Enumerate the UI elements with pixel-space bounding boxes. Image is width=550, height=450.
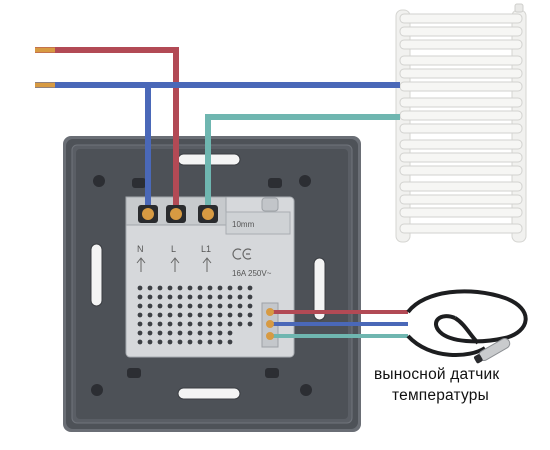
vent-hole [147, 330, 153, 336]
vent-hole [207, 285, 213, 291]
vent-hole [197, 303, 203, 309]
vent-hole [187, 312, 193, 318]
vent-hole [217, 330, 223, 336]
vent-hole [137, 339, 143, 345]
vent-hole [157, 339, 163, 345]
vent-hole [217, 303, 223, 309]
strip-length-label: 10mm [232, 220, 255, 229]
vent-hole [177, 303, 183, 309]
vent-hole [247, 285, 253, 291]
vent-hole [167, 294, 173, 300]
radiator-icon [395, 3, 527, 243]
vent-hole [137, 285, 143, 291]
vent-hole [177, 285, 183, 291]
screw-terminals [138, 205, 274, 340]
vent-hole [157, 303, 163, 309]
vent-hole [207, 312, 213, 318]
vent-hole [247, 303, 253, 309]
vent-hole [137, 294, 143, 300]
vent-hole [227, 330, 233, 336]
ce-mark [232, 248, 252, 260]
wires [35, 47, 408, 338]
vent-hole [147, 312, 153, 318]
vent-hole [167, 303, 173, 309]
vent-hole [137, 312, 143, 318]
vent-hole [217, 294, 223, 300]
vent-hole [137, 321, 143, 327]
vent-hole [207, 321, 213, 327]
vent-hole [207, 339, 213, 345]
vent-hole [147, 339, 153, 345]
vent-hole [217, 339, 223, 345]
vent-hole [157, 312, 163, 318]
vent-hole [177, 330, 183, 336]
vent-hole [187, 294, 193, 300]
sensor-caption-line2: температуры [392, 387, 489, 404]
vent-hole [187, 321, 193, 327]
up-arrow-icon [136, 257, 212, 272]
vent-hole [167, 321, 173, 327]
vent-hole [217, 285, 223, 291]
terminal-label-n: N [137, 244, 144, 254]
vent-hole [197, 330, 203, 336]
load-wire [205, 114, 400, 214]
vent-hole [237, 294, 243, 300]
vent-hole [197, 321, 203, 327]
vent-hole [187, 303, 193, 309]
vent-hole [167, 339, 173, 345]
vent-hole [197, 339, 203, 345]
vent-hole [247, 294, 253, 300]
vent-hole [197, 285, 203, 291]
vent-hole [227, 312, 233, 318]
vent-hole [157, 321, 163, 327]
vent-hole [227, 285, 233, 291]
vent-hole [237, 312, 243, 318]
rating-label: 16A 250V~ [232, 269, 272, 278]
vent-hole [237, 321, 243, 327]
sensor-caption-line1: выносной датчик [374, 366, 500, 383]
vent-hole [237, 285, 243, 291]
vent-hole [147, 294, 153, 300]
vent-grid [137, 285, 253, 345]
vent-hole [207, 330, 213, 336]
vent-hole [187, 330, 193, 336]
temperature-sensor-icon [406, 289, 528, 364]
vent-hole [247, 321, 253, 327]
vent-hole [177, 312, 183, 318]
vent-hole [237, 303, 243, 309]
vent-hole [227, 321, 233, 327]
vent-hole [207, 294, 213, 300]
vent-hole [177, 339, 183, 345]
vent-hole [137, 303, 143, 309]
terminal-label-l: L [171, 244, 176, 254]
vent-hole [187, 285, 193, 291]
vent-hole [187, 339, 193, 345]
vent-hole [217, 321, 223, 327]
vent-hole [147, 285, 153, 291]
vent-hole [217, 312, 223, 318]
vent-hole [167, 285, 173, 291]
vent-hole [197, 312, 203, 318]
vent-hole [147, 303, 153, 309]
vent-hole [197, 294, 203, 300]
vent-hole [167, 312, 173, 318]
vent-hole [207, 303, 213, 309]
terminal-label-l1: L1 [201, 244, 211, 254]
vent-hole [247, 312, 253, 318]
vent-hole [167, 330, 173, 336]
vent-hole [227, 294, 233, 300]
vent-hole [177, 294, 183, 300]
vent-hole [227, 303, 233, 309]
vent-hole [227, 339, 233, 345]
vent-hole [157, 285, 163, 291]
vent-hole [177, 321, 183, 327]
phase-wire [35, 47, 179, 214]
vent-hole [157, 330, 163, 336]
vent-hole [137, 330, 143, 336]
vent-hole [157, 294, 163, 300]
vent-hole [147, 321, 153, 327]
